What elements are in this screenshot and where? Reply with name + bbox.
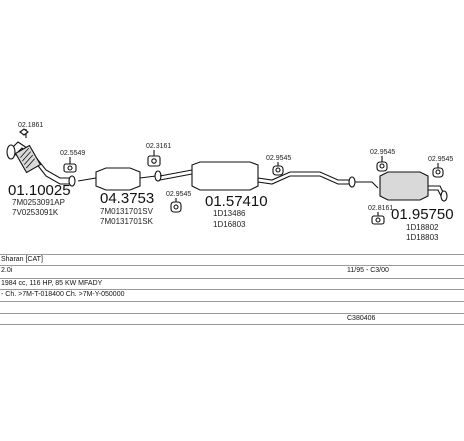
part-number-main-p1: 01.10025 (8, 182, 71, 199)
part-number-sub-p5-2: 1D16803 (213, 220, 246, 229)
part-tag-p9: 02.8161 (368, 205, 393, 212)
info-row-right: C380406 (347, 315, 376, 322)
info-row-blank (0, 301, 464, 312)
info-row-left: 1984 cc, 116 HP, 85 KW MFADY (1, 280, 103, 287)
part-tag-p6: 02.9545 (266, 155, 291, 162)
hanger-icon (432, 163, 444, 178)
info-row-right: 11/95 - C3/00 (347, 267, 389, 274)
catalytic-converter-part (77, 167, 162, 191)
info-row-chassis: - Ch. >7M-T-018400 Ch. >7M-Y-050000 (0, 289, 464, 300)
flex-joint-shape (14, 144, 42, 174)
part-tag-p3: 02.3161 (146, 143, 171, 150)
rear-silencer-part (355, 171, 448, 202)
part-tag-p8: 02.9545 (428, 156, 453, 163)
hanger-icon (376, 156, 388, 172)
front-pipe-part (6, 141, 76, 187)
part-tag-p1: 02.1861 (18, 122, 43, 129)
info-row-engine: 2.0i 11/95 - C3/00 (0, 265, 464, 276)
info-row-left: 2.0i (1, 267, 13, 274)
rear-flange-shape (68, 175, 76, 187)
info-row-model: Sharan [CAT] (0, 254, 464, 265)
front-flange-shape (6, 144, 16, 160)
info-row-code: C380406 (0, 313, 464, 325)
info-row-left: - Ch. >7M-T-018400 Ch. >7M-Y-050000 (1, 291, 125, 298)
info-row-spec: 1984 cc, 116 HP, 85 KW MFADY (0, 278, 464, 289)
part-tag-p4: 02.9545 (166, 191, 191, 198)
part-number-sub-p5-1: 1D13486 (213, 209, 246, 218)
part-number-main-p3: 04.3753 (100, 190, 154, 207)
middle-silencer-part (159, 161, 356, 191)
bracket-icon (147, 150, 161, 167)
part-number-sub-p3-2: 7M0131701SK (100, 217, 154, 226)
part-number-main-p7: 01.95750 (391, 206, 454, 223)
part-number-sub-p3-1: 7M0131701SV (100, 207, 154, 216)
hanger-icon (272, 162, 284, 176)
exhaust-system-diagram: 02.1861 01.10025 7M0253091AP 7V0253091K … (6, 122, 454, 242)
part-tag-p2: 02.5549 (60, 150, 85, 157)
part-tag-p7: 02.9545 (370, 149, 395, 156)
info-row-left: Sharan [CAT] (1, 256, 43, 263)
gasket-icon (63, 157, 77, 173)
clamp-icon (371, 212, 385, 225)
part-number-sub-p7-1: 1D18802 (406, 223, 439, 232)
part-number-sub-p1-2: 7V0253091K (12, 208, 59, 217)
part-number-sub-p7-2: 1D18803 (406, 233, 439, 242)
gasket-icon (19, 128, 29, 136)
part-number-main-p5: 01.57410 (205, 193, 268, 210)
clamp-icon (170, 198, 182, 213)
part-number-sub-p1-1: 7M0253091AP (12, 198, 65, 207)
